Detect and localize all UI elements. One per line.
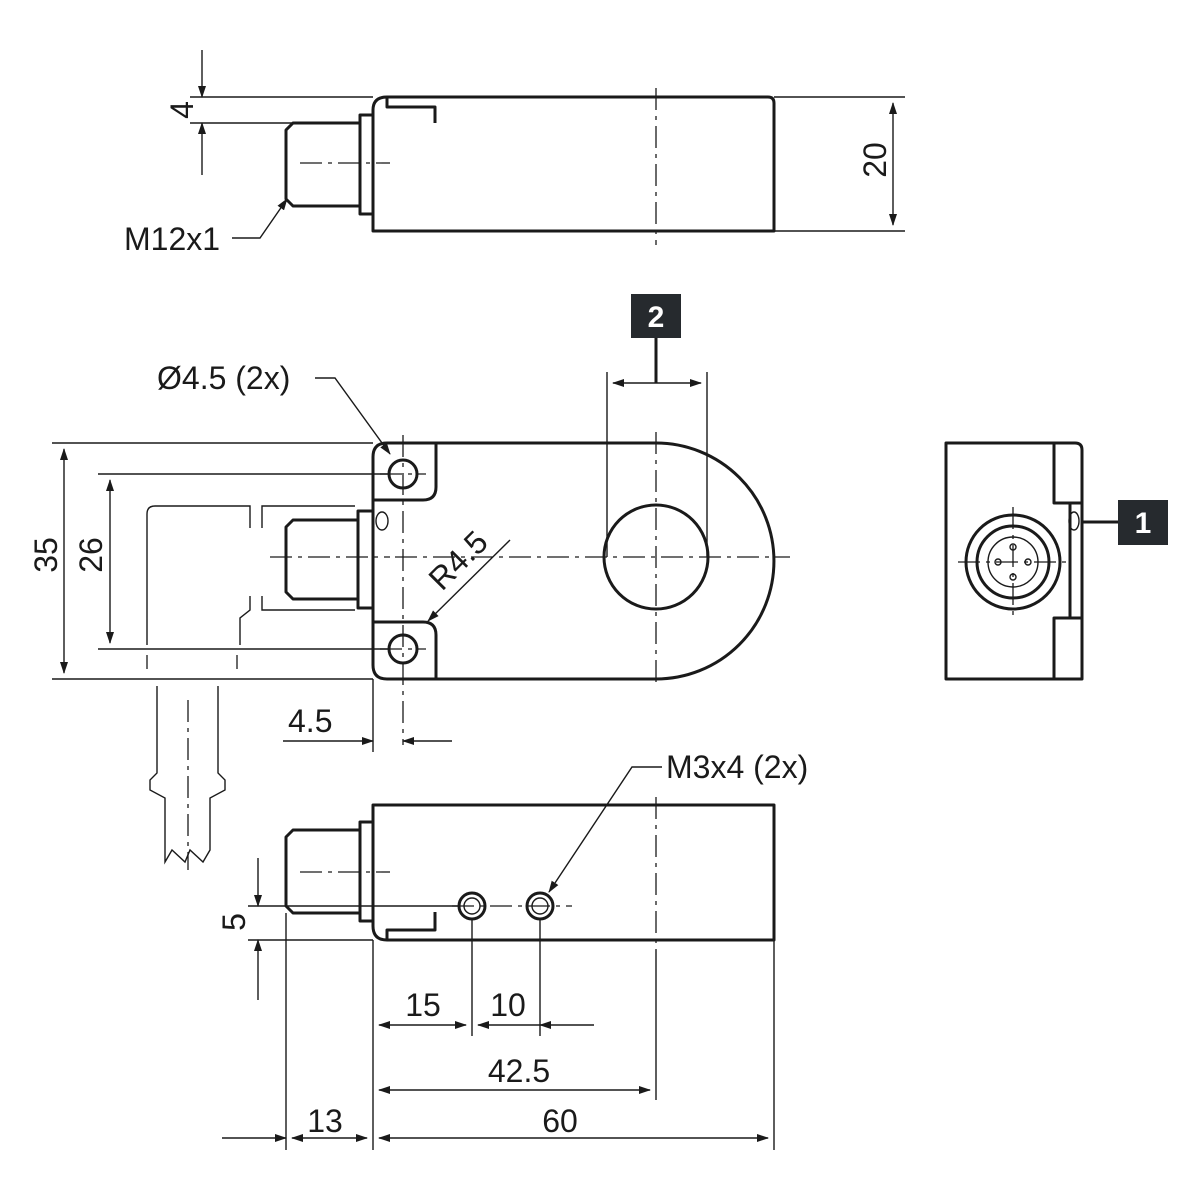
dim-5-label: 5 (216, 913, 252, 931)
top-view-connector (284, 113, 373, 216)
marker-2-box (631, 294, 681, 338)
dim-10-label: 10 (490, 987, 526, 1023)
side-view: M3x4 (2x) 5 15 10 42.5 13 60 (216, 749, 808, 1150)
marker-1-label: 1 (1135, 507, 1152, 540)
top-view: 4 20 M12x1 (124, 50, 905, 257)
thread-label: M12x1 (124, 221, 220, 257)
top-view-body (371, 95, 776, 233)
dim-42-5-label: 42.5 (488, 1053, 550, 1089)
end-view: 1 (944, 441, 1168, 681)
dim-60-label: 60 (542, 1103, 578, 1139)
end-view-body (944, 441, 1084, 681)
hole-diameter-label: Ø4.5 (2x) (157, 360, 290, 396)
front-view: 35 26 4.5 Ø4.5 (2x) R4.5 2 (28, 294, 790, 870)
marker-2-label: 2 (648, 301, 665, 334)
dim-4-label: 4 (164, 101, 200, 119)
dim-26-label: 26 (73, 537, 109, 573)
dim-35-label: 35 (28, 537, 64, 573)
dim-15-label: 15 (405, 987, 441, 1023)
upper-ear (373, 443, 438, 502)
top-view-flange-step (385, 97, 437, 123)
dim-13-label: 13 (307, 1103, 343, 1139)
front-view-body (371, 441, 776, 681)
dim-20-label: 20 (857, 142, 893, 178)
side-view-connector (284, 820, 373, 923)
radius-label: R4.5 (421, 524, 494, 597)
mount-thread-label: M3x4 (2x) (666, 749, 808, 785)
side-view-body (371, 803, 776, 942)
lower-ear (373, 620, 438, 679)
marker-1-box (1118, 500, 1168, 545)
phantom-cable (146, 505, 355, 645)
dim-4-5-label: 4.5 (288, 703, 332, 739)
front-view-connector (284, 509, 373, 610)
